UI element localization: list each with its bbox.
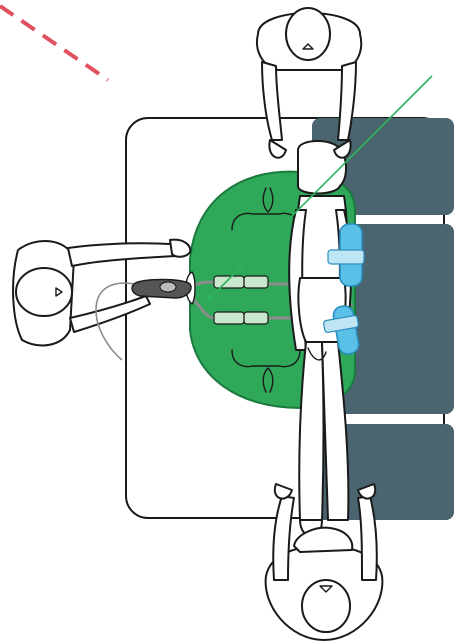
green-laser-point xyxy=(207,295,213,301)
cable-connectors xyxy=(213,275,269,325)
cable-connector-icon xyxy=(243,275,269,289)
strap-upper xyxy=(327,249,365,265)
handheld-probe-icon xyxy=(131,278,192,299)
cable-connector-icon xyxy=(213,311,245,325)
operator-left xyxy=(12,238,192,361)
strap-lower xyxy=(323,315,359,333)
operator-top xyxy=(256,7,363,159)
green-laser-line xyxy=(209,75,433,299)
cable-connector-icon xyxy=(213,275,245,289)
operator-bottom xyxy=(264,483,384,641)
support-cushions xyxy=(323,223,365,355)
patient-figure xyxy=(288,140,352,538)
cable-connector-icon xyxy=(243,311,269,325)
red-dashed-laser-line xyxy=(0,4,110,82)
